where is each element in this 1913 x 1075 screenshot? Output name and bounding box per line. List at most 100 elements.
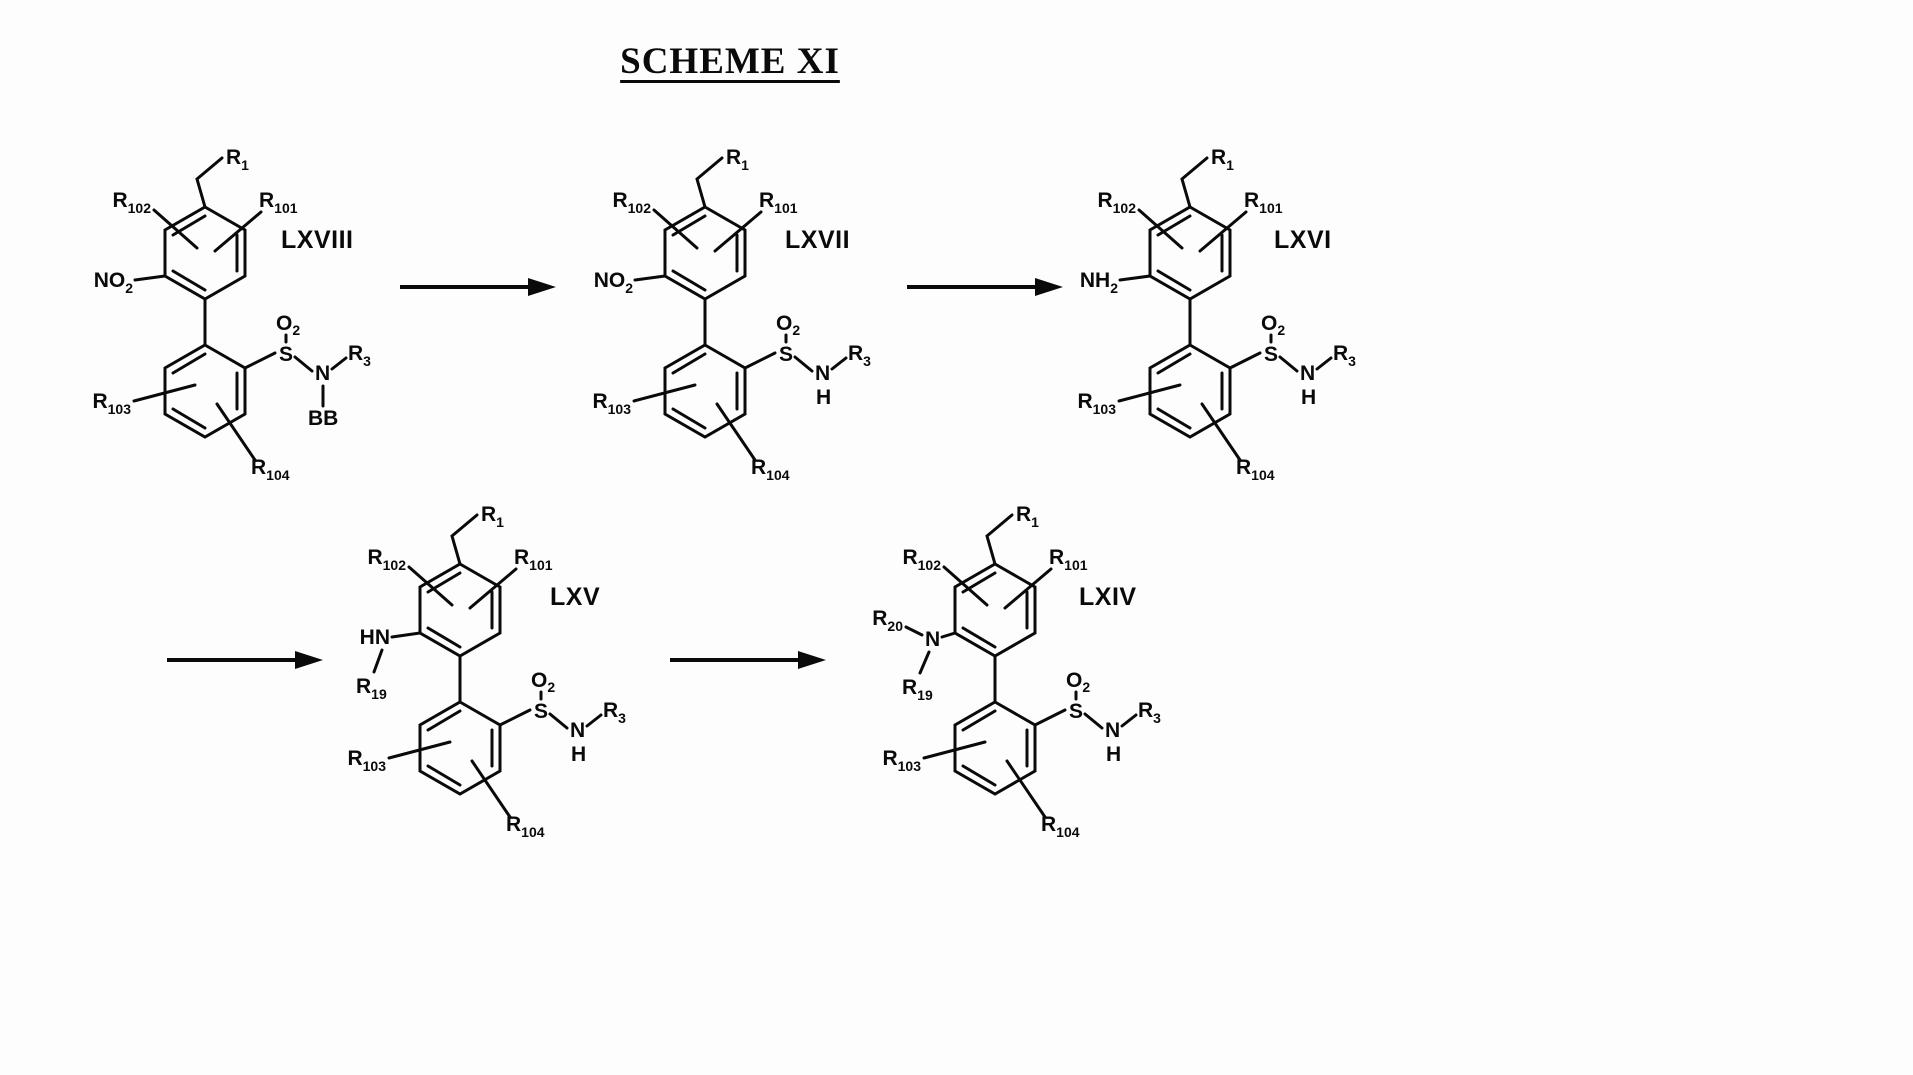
arrow-head <box>295 651 323 669</box>
r3-label: R3 <box>603 699 626 726</box>
double-bond-line <box>671 269 707 292</box>
substituent-bond <box>243 351 277 370</box>
o2-label: O2 <box>1066 669 1090 695</box>
r101-label: R101 <box>514 546 553 573</box>
double-bond-line <box>426 709 462 732</box>
arrow-head <box>798 651 826 669</box>
r1-label: R1 <box>481 503 504 530</box>
molecule-lxviii: R1 R102 R101 NO2 S <box>55 108 385 508</box>
substituent-bond <box>1200 402 1242 462</box>
substituent-bond <box>652 208 699 250</box>
double-bond-line <box>426 764 462 787</box>
sulfur-label: S <box>1069 700 1083 723</box>
substituent-bond <box>387 740 452 760</box>
sulfur-label: S <box>279 343 293 366</box>
substituent-bond <box>498 708 532 727</box>
r1-label: R1 <box>726 146 749 173</box>
arrow-head <box>1035 278 1063 296</box>
n-r3-bond <box>585 713 603 728</box>
r20-label: R20 <box>872 607 903 634</box>
o2-label: O2 <box>276 312 300 338</box>
double-bond-line <box>171 407 207 430</box>
sulfur-label: S <box>779 343 793 366</box>
double-bond-line <box>671 407 707 430</box>
double-bond-line <box>1156 269 1192 292</box>
double-bond-line <box>426 626 462 649</box>
substituent-bond <box>1117 383 1182 403</box>
n-r19-bond <box>918 650 931 675</box>
molecule-lxiv: R1 R102 R101 N R20 R19 <box>845 465 1175 865</box>
substituent-bond <box>1118 274 1152 282</box>
r104-group: R104 <box>1005 759 1080 840</box>
substituent-bond <box>922 740 987 760</box>
ch2-r1-group: R1 <box>985 503 1039 566</box>
substituent-bond <box>1003 567 1053 610</box>
r1-label: R1 <box>1211 146 1234 173</box>
substituent-bond <box>632 383 697 403</box>
r20-n-bond <box>904 625 924 637</box>
nh-label: H <box>1106 743 1121 766</box>
hn-r19-group: HN R19 <box>356 626 422 702</box>
top-benzene-ring <box>1148 205 1232 301</box>
reaction-arrow-4 <box>668 645 828 675</box>
benzene-ring <box>663 205 747 301</box>
substituent-bond <box>743 351 777 370</box>
double-bond-line <box>671 352 707 375</box>
r102-group: R102 <box>1097 189 1184 250</box>
r103-label: R103 <box>347 747 386 774</box>
no2-label: NO2 <box>94 269 134 296</box>
double-bond-line <box>961 764 997 787</box>
r102-label: R102 <box>1097 189 1136 216</box>
substituent-bond <box>942 565 989 607</box>
ch2-r1-group: R1 <box>1180 146 1234 209</box>
substituent-bond <box>1033 708 1067 727</box>
substituent-bond <box>213 210 263 253</box>
r1-label: R1 <box>226 146 249 173</box>
compound-label: LXIV <box>1079 583 1137 611</box>
substituent-bond <box>407 565 454 607</box>
substituent-bond <box>1198 210 1248 253</box>
r104-label: R104 <box>251 456 290 483</box>
r101-group: R101 <box>1198 189 1283 253</box>
molecule-drawing: R1 R102 R101 N R20 R19 <box>872 503 1161 840</box>
sulfur-label: S <box>534 700 548 723</box>
arrow-head <box>528 278 556 296</box>
r103-label: R103 <box>882 747 921 774</box>
scheme-title: SCHEME XI <box>620 41 840 82</box>
substituent-bond <box>133 274 167 282</box>
nitrogen-label: N <box>1105 719 1120 742</box>
substituent-bond <box>985 513 1014 566</box>
s-n-bond <box>293 355 314 373</box>
r101-label: R101 <box>759 189 798 216</box>
s-n-bond <box>1278 355 1299 373</box>
r19-label: R19 <box>356 675 387 702</box>
nitro-group: NO2 <box>94 269 167 296</box>
r103-group: R103 <box>347 740 452 774</box>
substituent-bond <box>390 631 422 639</box>
s-n-bond <box>1083 712 1104 730</box>
s-n-bond <box>793 355 814 373</box>
molecule-drawing: R1 R102 R101 NO2 S <box>92 146 371 483</box>
r101-group: R101 <box>1003 546 1088 610</box>
r102-group: R102 <box>902 546 989 607</box>
double-bond-line <box>1156 352 1192 375</box>
s-n-bond <box>548 712 569 730</box>
sulfonamide-group: S O2 N R3 H <box>743 312 871 409</box>
molecule-lxv: R1 R102 R101 HN R19 <box>310 465 640 865</box>
r20-n-r19-group: N R20 R19 <box>872 607 957 703</box>
compound-label: LXV <box>550 583 600 611</box>
ch2-r1-group: R1 <box>695 146 749 209</box>
r101-label: R101 <box>259 189 298 216</box>
r102-label: R102 <box>367 546 406 573</box>
amino-group: NH2 <box>1080 269 1152 296</box>
bb-label: BB <box>308 407 338 430</box>
r104-label: R104 <box>1236 456 1275 483</box>
n-r3-bond <box>330 356 348 371</box>
top-benzene-ring <box>663 205 747 301</box>
r104-group: R104 <box>470 759 545 840</box>
sulfur-label: S <box>1264 343 1278 366</box>
substituent-bond <box>468 567 518 610</box>
substituent-bond <box>633 274 667 282</box>
benzene-ring <box>1148 205 1232 301</box>
